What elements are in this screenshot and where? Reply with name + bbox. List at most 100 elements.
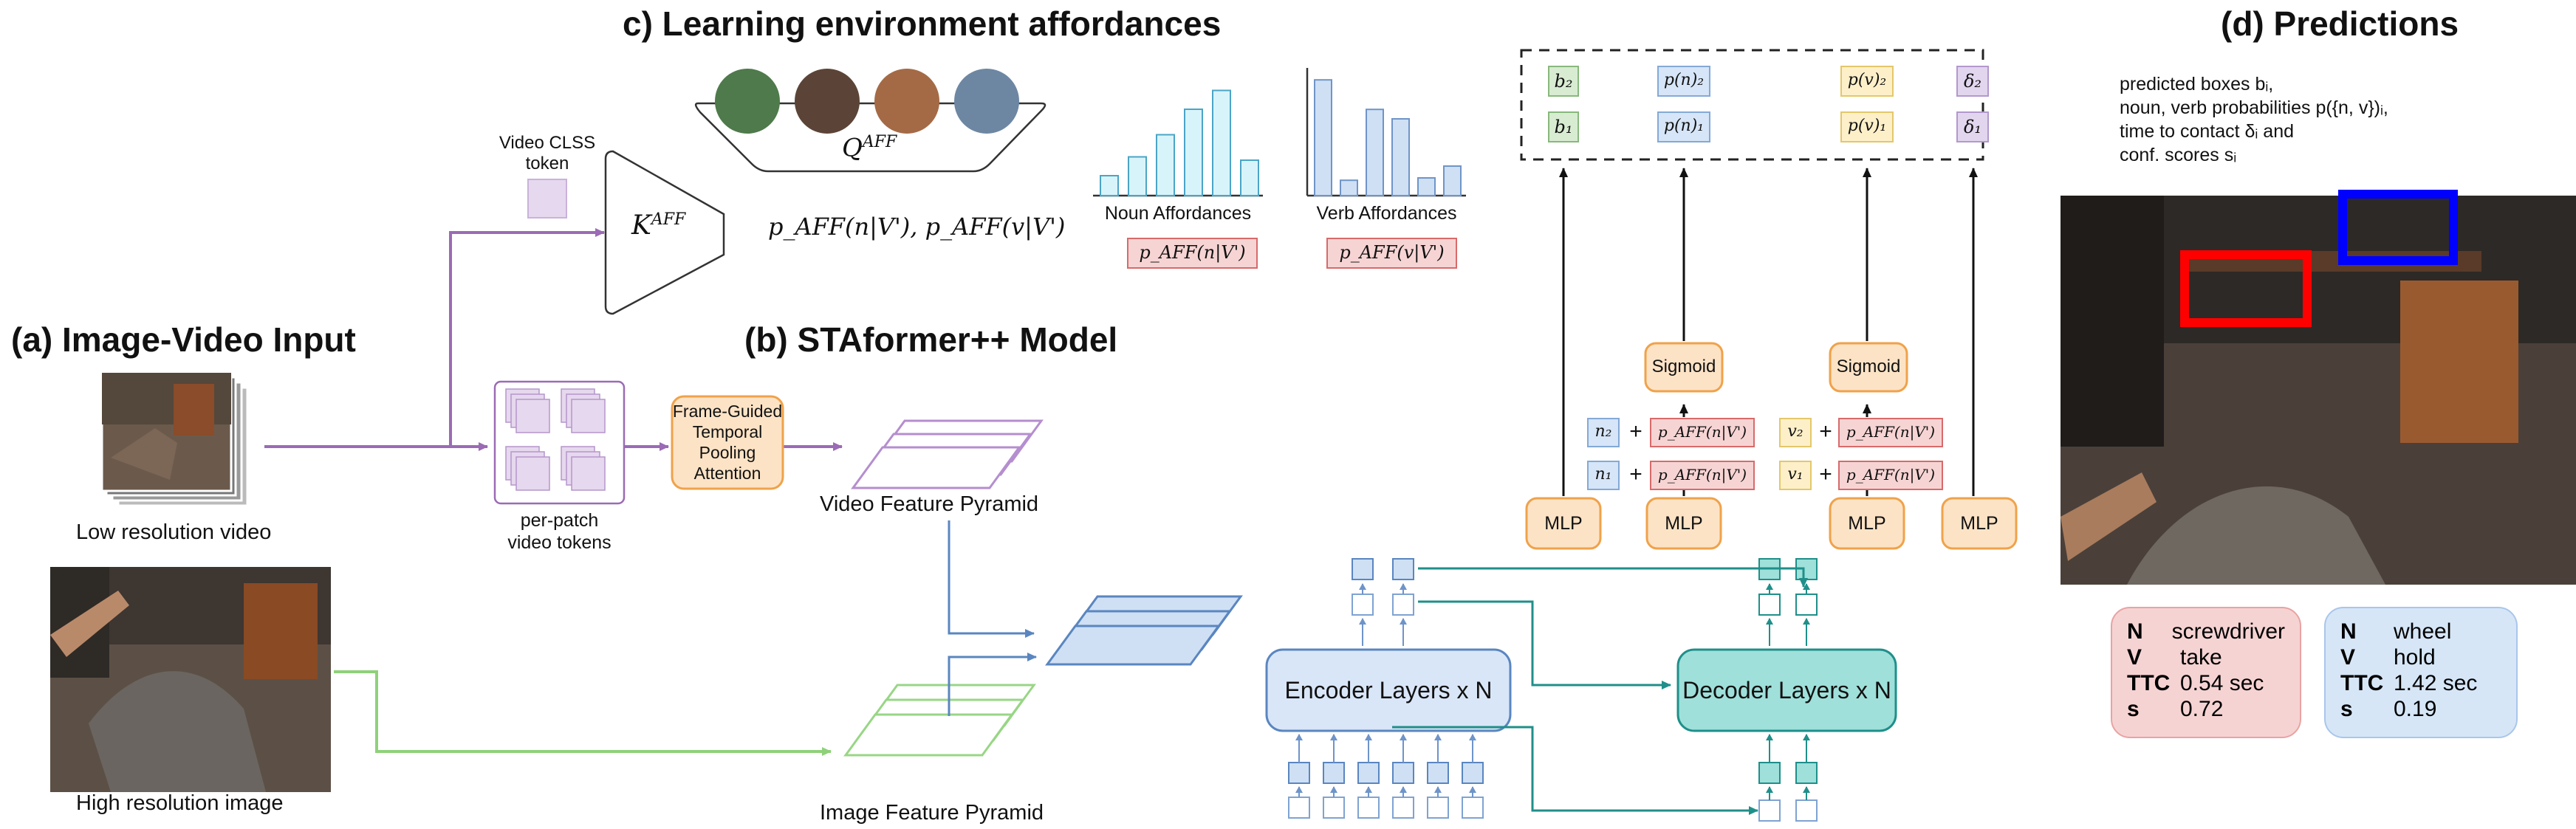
q-aff-superscript: AFF xyxy=(862,133,897,151)
noun-affordances-label: Noun Affordances xyxy=(1104,203,1252,224)
encoder-output-token-2 xyxy=(1392,558,1414,580)
decoder-query-token-2 xyxy=(1795,762,1818,784)
mlp-box-1 xyxy=(1525,497,1602,550)
noun-sum-plus-2: + xyxy=(1629,462,1642,486)
card1-key-ttc: TTC xyxy=(2127,671,2171,695)
verb-aff-bar-5 xyxy=(1417,177,1436,196)
output-pv2: p(v)₂ xyxy=(1847,71,1887,89)
encoder-input-raw-token-4 xyxy=(1392,797,1414,819)
q-aff-thumbnails xyxy=(715,69,1019,134)
output-b2: b₂ xyxy=(1554,71,1573,92)
pred-desc-line4: conf. scores sᵢ xyxy=(2120,145,2237,165)
noun-sum-paff-1: p_AFF(n|V') xyxy=(1657,423,1747,441)
verb-sum-v2: v₂ xyxy=(1787,422,1803,441)
title-staformer-model: (b) STAformer++ Model xyxy=(744,320,1118,359)
card1-key-v: V xyxy=(2127,645,2142,670)
q-aff-symbol: Q xyxy=(842,133,863,163)
per-patch-tokens-label: per-patch video tokens xyxy=(484,509,635,554)
encoder-input-raw-token-1 xyxy=(1288,797,1310,819)
card2-key-v: V xyxy=(2340,645,2356,670)
noun-affordances-chart xyxy=(1093,89,1263,197)
encoder-output-raw-token-2 xyxy=(1392,594,1414,616)
output-tokens xyxy=(1548,66,1989,142)
mlp-box-2 xyxy=(1645,497,1722,550)
title-image-video-input: (a) Image-Video Input xyxy=(11,320,356,359)
card1-verb: take xyxy=(2180,645,2222,670)
encoder-input-tokens xyxy=(1288,734,1484,819)
card2-key-s: s xyxy=(2340,697,2353,721)
verb-affordances-label: Verb Affordances xyxy=(1316,203,1457,224)
card1-score: 0.72 xyxy=(2180,697,2224,721)
encoder-input-raw-token-6 xyxy=(1462,797,1484,819)
sigmoid-verb-box xyxy=(1829,342,1908,393)
encoder-input-token-4 xyxy=(1392,762,1414,784)
pred-desc-line1: predicted boxes bᵢ, xyxy=(2120,74,2274,94)
high-res-image xyxy=(50,567,331,792)
verb-aff-bar-6 xyxy=(1443,165,1462,196)
noun-sum-boxes xyxy=(1587,418,1755,490)
outputs-dashed-box xyxy=(1520,49,1984,161)
paff-joint-formula: p_AFF(n|V'), p_AFF(v|V') xyxy=(768,213,1066,241)
fgtpa-box xyxy=(671,395,784,490)
video-clss-line2: token xyxy=(525,154,569,173)
fgtpa-label: Frame-Guided Temporal Pooling Attention xyxy=(672,401,783,484)
encoder-input-token-3 xyxy=(1357,762,1380,784)
q-aff-bowl xyxy=(694,102,1046,173)
encoder-input-token-2 xyxy=(1323,762,1345,784)
encoder-label: Encoder Layers x N xyxy=(1284,677,1493,704)
fgtpa-line3: Pooling xyxy=(699,443,756,462)
low-res-video-label: Low resolution video xyxy=(76,520,272,544)
noun-aff-bar-1 xyxy=(1100,175,1119,196)
noun-aff-bar-2 xyxy=(1128,156,1147,196)
fused-feature-pyramid xyxy=(1045,595,1243,666)
q-aff-label: QAFF xyxy=(842,133,897,162)
k-aff-symbol: K xyxy=(631,210,651,241)
red-bbox xyxy=(2180,250,2312,327)
pyramid-arrows xyxy=(948,520,1037,716)
encoder-decoder-arrows xyxy=(1392,567,1808,815)
output-d1: δ₁ xyxy=(1963,117,1982,137)
decoder-box xyxy=(1676,648,1897,732)
mlp-label-2: MLP xyxy=(1665,513,1703,534)
verb-paff-box xyxy=(1326,238,1457,269)
output-pv1: p(v)₁ xyxy=(1847,117,1887,135)
noun-aff-bar-6 xyxy=(1240,159,1259,196)
encoder-input-token-6 xyxy=(1462,762,1484,784)
output-d2: δ₂ xyxy=(1963,71,1982,92)
verb-sum-boxes xyxy=(1779,418,1943,490)
title-learning-affordances: c) Learning environment affordances xyxy=(623,4,1222,43)
decoder-query-token-1 xyxy=(1758,762,1781,784)
card2-verb: hold xyxy=(2394,645,2436,670)
verb-sum-paff-1: p_AFF(n|V') xyxy=(1846,423,1936,441)
image-feature-pyramid xyxy=(843,684,1036,757)
high-res-image-label: High resolution image xyxy=(76,791,284,815)
pred-desc-line2: noun, verb probabilities p({n, v})ᵢ, xyxy=(2120,97,2388,118)
decoder-query-raw-token-2 xyxy=(1795,799,1818,822)
mlp-label-3: MLP xyxy=(1848,513,1886,534)
mlp-label-1: MLP xyxy=(1544,513,1583,534)
encoder-input-raw-token-3 xyxy=(1357,797,1380,819)
encoder-input-token-5 xyxy=(1427,762,1449,784)
image-feature-pyramid-label: Image Feature Pyramid xyxy=(820,801,1044,825)
per-patch-line2: video tokens xyxy=(507,532,612,553)
verb-sum-plus-2: + xyxy=(1819,462,1832,486)
verb-paff-text: p_AFF(v|V') xyxy=(1339,242,1445,263)
blue-bbox xyxy=(2338,190,2458,265)
k-aff-superscript: AFF xyxy=(651,210,686,229)
encoder-output-token-1 xyxy=(1352,558,1374,580)
video-feature-pyramid-label: Video Feature Pyramid xyxy=(820,492,1039,516)
sigmoid-noun-label: Sigmoid xyxy=(1651,357,1716,376)
verb-aff-bar-3 xyxy=(1366,109,1384,196)
image-input-arrow xyxy=(334,670,832,756)
verb-sum-v1: v₁ xyxy=(1787,465,1803,484)
video-feature-pyramid xyxy=(851,419,1044,489)
sigmoid-noun-box xyxy=(1644,342,1724,393)
encoder-box xyxy=(1265,648,1512,732)
